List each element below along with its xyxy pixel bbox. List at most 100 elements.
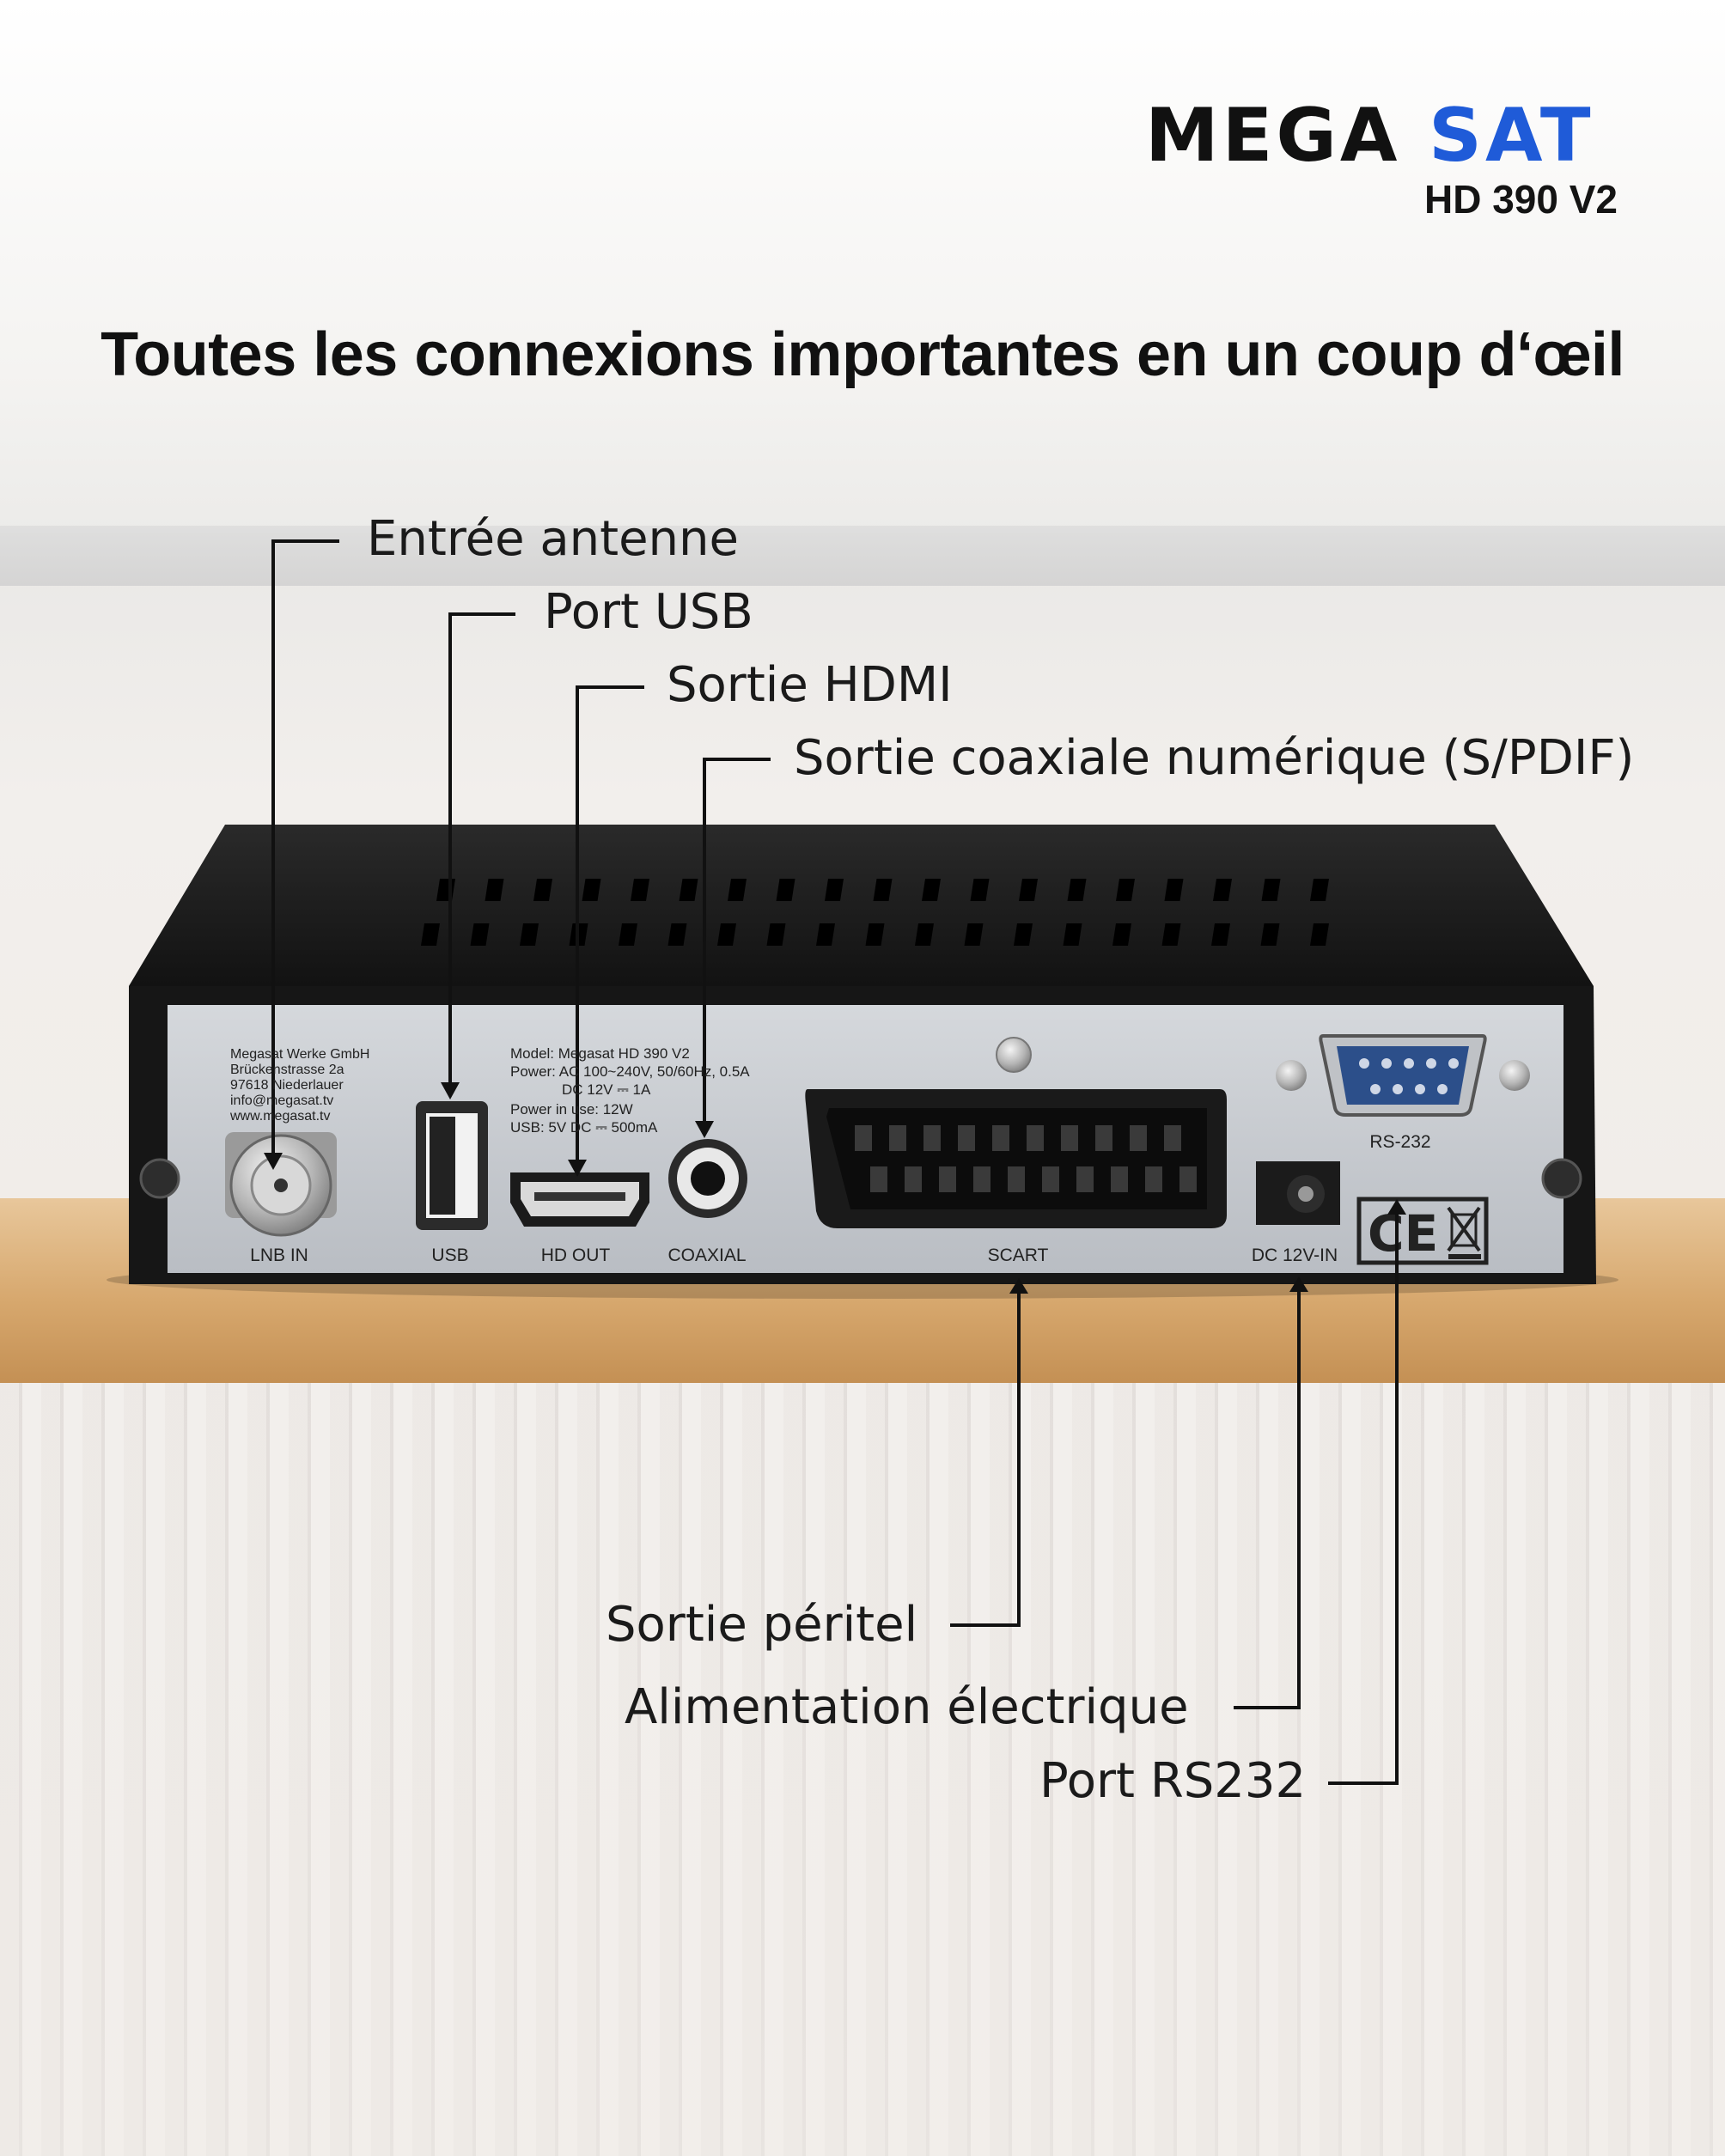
port-label-hdmi: HD OUT bbox=[541, 1245, 611, 1265]
spec-line: Model: Megasat HD 390 V2 bbox=[510, 1045, 690, 1062]
scart-pin bbox=[1061, 1125, 1078, 1151]
maker-line: Megasat Werke GmbH bbox=[230, 1047, 369, 1062]
spec-line: Power: AC 100~240V, 50/60Hz, 0.5A bbox=[510, 1063, 750, 1080]
right-screw bbox=[1541, 1158, 1582, 1199]
vent-slot bbox=[1161, 923, 1181, 946]
vent-slot bbox=[667, 923, 687, 946]
vent-slot bbox=[485, 879, 504, 901]
vent-slot bbox=[619, 923, 637, 946]
vent-slot bbox=[1067, 879, 1087, 901]
callout-coaxial: Sortie coaxiale numérique (S/PDIF) bbox=[794, 730, 1635, 786]
scart-pin bbox=[855, 1125, 872, 1151]
vent-slot bbox=[1116, 879, 1135, 901]
scart-pin bbox=[1164, 1125, 1181, 1151]
leader-lines bbox=[271, 539, 1399, 1785]
maker-line: 97618 Niederlauer bbox=[230, 1078, 344, 1093]
vent-slot bbox=[776, 879, 795, 901]
vent-slot bbox=[470, 923, 490, 946]
vent-slot bbox=[970, 879, 990, 901]
vent-slot bbox=[1063, 923, 1082, 946]
vent-slot bbox=[816, 923, 835, 946]
vent-slot bbox=[582, 879, 601, 901]
svg-text:MEGA: MEGA bbox=[1145, 96, 1400, 174]
vent-slot bbox=[1213, 879, 1232, 901]
spec-info: Model: Megasat HD 390 V2 Power: AC 100~2… bbox=[510, 1045, 750, 1136]
scart-pin bbox=[1145, 1166, 1162, 1192]
callout-scart: Sortie péritel bbox=[606, 1597, 918, 1653]
scart-pin bbox=[889, 1125, 906, 1151]
vent-slot bbox=[717, 923, 736, 946]
vent-slot bbox=[679, 879, 698, 901]
callout-usb: Port USB bbox=[544, 584, 753, 640]
vent-slot bbox=[728, 879, 747, 901]
vent-slot bbox=[1112, 923, 1131, 946]
coaxial-port bbox=[668, 1139, 747, 1218]
cabinet-fade bbox=[0, 1383, 1725, 2156]
maker-line: www.megasat.tv bbox=[229, 1109, 330, 1124]
vent-slot bbox=[1261, 879, 1281, 901]
vent-slot bbox=[915, 923, 934, 946]
callout-hdmi: Sortie HDMI bbox=[667, 657, 953, 713]
vent-slot bbox=[1260, 923, 1280, 946]
scart-pin bbox=[1008, 1166, 1025, 1192]
vent-slot bbox=[766, 923, 786, 946]
scart-pin bbox=[870, 1166, 887, 1192]
vent-slot bbox=[1310, 923, 1329, 946]
vent-slot bbox=[1014, 923, 1033, 946]
vent-slot bbox=[533, 879, 552, 901]
vent-slot bbox=[825, 879, 844, 901]
spec-line: Power in use: 12W bbox=[510, 1101, 633, 1118]
port-label-lnb: LNB IN bbox=[250, 1245, 308, 1265]
scart-pin bbox=[923, 1125, 941, 1151]
scart-pin bbox=[905, 1166, 922, 1192]
background-sky bbox=[0, 0, 1725, 533]
vent-slot bbox=[873, 879, 893, 901]
callout-power: Alimentation électrique bbox=[625, 1679, 1189, 1735]
panel-screw bbox=[996, 1037, 1032, 1073]
maker-line: Brückenstrasse 2a bbox=[230, 1063, 344, 1077]
port-labels: LNB IN USB HD OUT COAXIAL SCART DC 12V-I… bbox=[250, 1132, 1430, 1265]
svg-text:SAT: SAT bbox=[1429, 96, 1594, 174]
scart-port bbox=[805, 1089, 1227, 1228]
vent-slot bbox=[631, 879, 649, 901]
vent-slot bbox=[421, 923, 440, 946]
callout-antenna: Entrée antenne bbox=[367, 511, 739, 567]
scart-pin bbox=[973, 1166, 991, 1192]
port-label-coax: COAXIAL bbox=[667, 1245, 746, 1265]
spec-line: DC 12V ⎓ 1A bbox=[562, 1081, 651, 1098]
vent-slot bbox=[1164, 879, 1184, 901]
scart-pin bbox=[992, 1125, 1009, 1151]
maker-info: Megasat Werke GmbH Brückenstrasse 2a 976… bbox=[229, 1047, 369, 1124]
dc-jack bbox=[1256, 1161, 1340, 1225]
vent-slot bbox=[1310, 879, 1329, 901]
vent-slot bbox=[520, 923, 539, 946]
scart-pin bbox=[1111, 1166, 1128, 1192]
port-label-rs232: RS-232 bbox=[1369, 1132, 1430, 1152]
usb-port bbox=[416, 1101, 488, 1230]
scart-pin bbox=[1179, 1166, 1197, 1192]
leader-arrowheads bbox=[264, 1082, 1406, 1294]
vent-slots bbox=[421, 879, 1329, 946]
device-top-cover bbox=[129, 825, 1594, 986]
scart-pin bbox=[1042, 1166, 1059, 1192]
scart-pin bbox=[939, 1166, 956, 1192]
megasat-logo: MEGA SAT bbox=[1145, 96, 1594, 174]
scart-pin bbox=[958, 1125, 975, 1151]
port-label-usb: USB bbox=[431, 1245, 468, 1265]
maker-line: info@megasat.tv bbox=[230, 1093, 333, 1108]
scart-pin bbox=[1130, 1125, 1147, 1151]
vent-slot bbox=[865, 923, 885, 946]
scart-pin bbox=[1095, 1125, 1112, 1151]
background-window-band bbox=[0, 526, 1725, 586]
hdmi-port bbox=[510, 1172, 649, 1227]
vent-slot bbox=[1019, 879, 1038, 901]
vent-slot bbox=[922, 879, 941, 901]
spec-line: USB: 5V DC ⎓ 500mA bbox=[510, 1119, 658, 1136]
scart-pin bbox=[1076, 1166, 1094, 1192]
headline: Toutes les connexions importantes en un … bbox=[101, 320, 1624, 389]
callout-rs232: Port RS232 bbox=[1039, 1753, 1307, 1809]
rs232-port bbox=[1276, 1034, 1530, 1117]
port-label-dc: DC 12V-IN bbox=[1252, 1245, 1338, 1265]
left-screw bbox=[139, 1158, 180, 1199]
